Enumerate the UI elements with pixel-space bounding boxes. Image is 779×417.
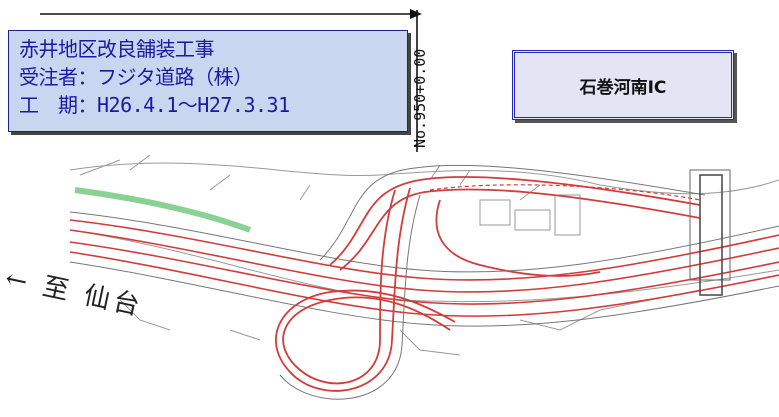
period-line: 工 期：H26.4.1～H27.3.31 (19, 93, 290, 117)
ramp-gray-edges (279, 164, 706, 400)
construction-boundary (429, 184, 701, 201)
interchange-ramps (275, 176, 701, 392)
main-roadway (69, 219, 779, 317)
main-roadway-gray (69, 211, 779, 327)
survey-outline (69, 154, 779, 356)
station-label: No.950+0.00 (411, 48, 429, 148)
project-info-box: 赤井地区改良舗装工事 受注者：フジタ道路（株） 工 期：H26.4.1～H27.… (8, 30, 408, 132)
interchange-label-box: 石巻河南IC (512, 50, 734, 120)
contractor-line: 受注者：フジタ道路（株） (19, 65, 253, 89)
project-title: 赤井地区改良舗装工事 (19, 37, 215, 61)
interchange-name: 石巻河南IC (579, 77, 667, 98)
station-arrow (40, 9, 422, 152)
green-edge-strip (74, 187, 252, 233)
bridge-structure (699, 174, 723, 296)
